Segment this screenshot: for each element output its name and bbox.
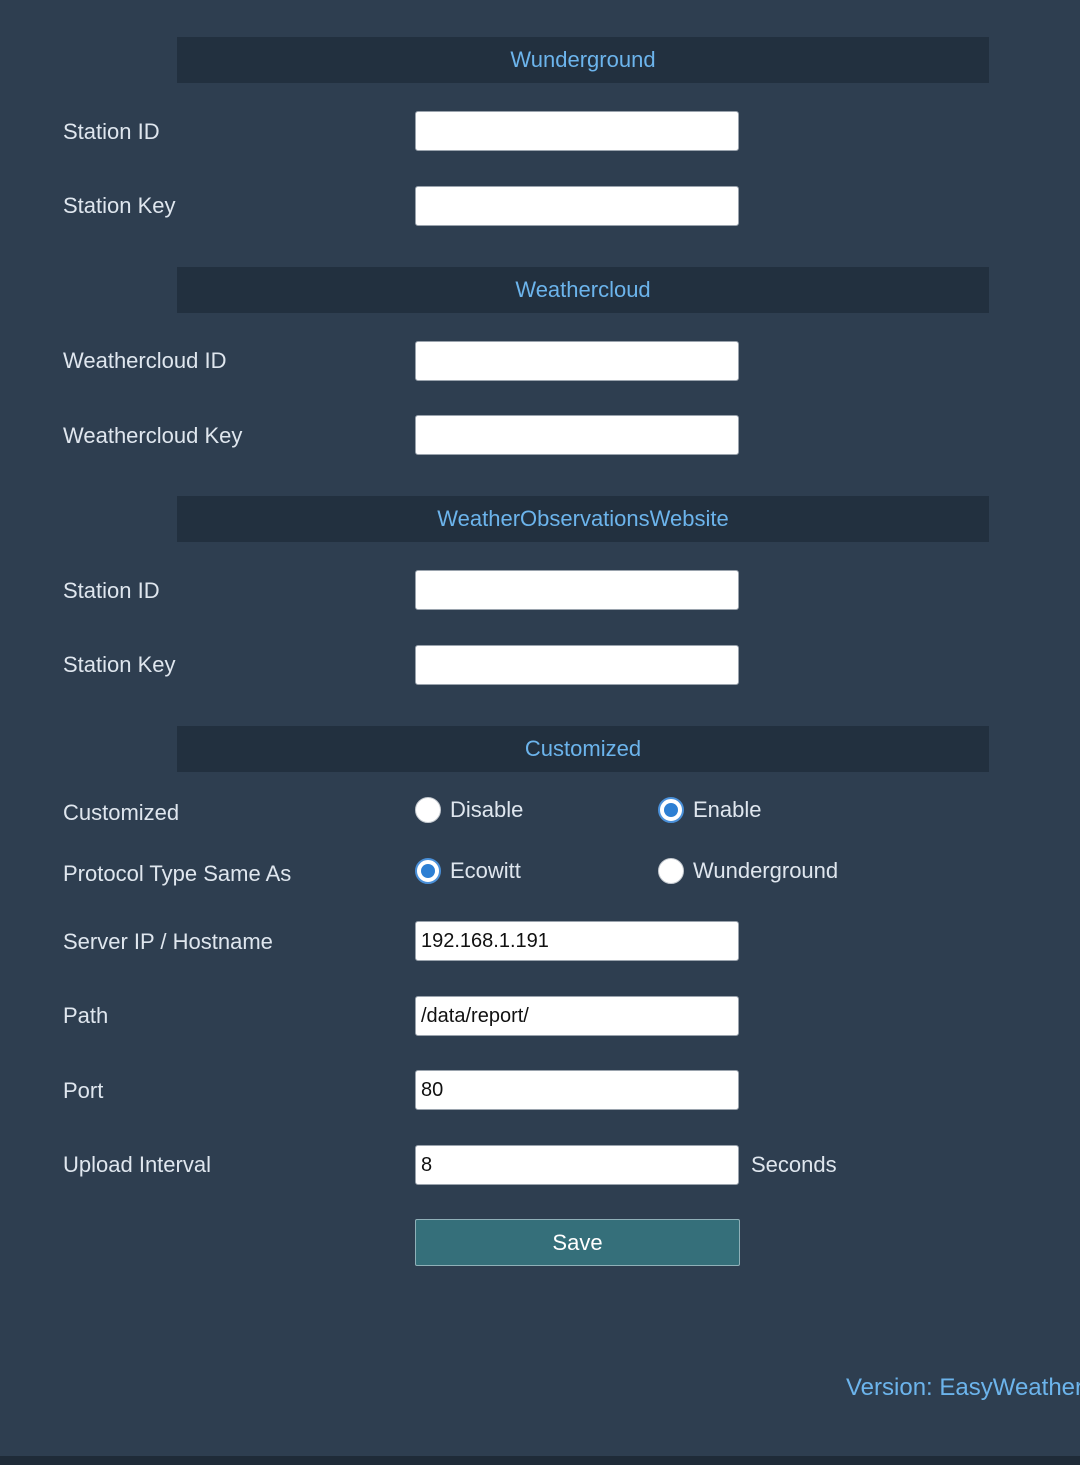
port-input[interactable] xyxy=(415,1070,739,1110)
customized-disable-label: Disable xyxy=(450,797,524,822)
customized-disable-radio[interactable]: Disable xyxy=(415,795,523,825)
wow-station-id-label: Station ID xyxy=(63,578,160,603)
path-input[interactable] xyxy=(415,996,739,1036)
upload-interval-unit: Seconds xyxy=(751,1152,837,1177)
wow-station-key-input[interactable] xyxy=(415,645,739,685)
radio-unchecked-icon xyxy=(658,858,684,884)
weathercloud-id-input[interactable] xyxy=(415,341,739,381)
wunderground-station-id-input[interactable] xyxy=(415,111,739,151)
protocol-wunderground-label: Wunderground xyxy=(693,858,839,883)
upload-interval-input[interactable] xyxy=(415,1145,739,1185)
customized-label: Customized xyxy=(63,800,180,825)
server-ip-label: Server IP / Hostname xyxy=(63,929,273,954)
section-header-weathercloud: Weathercloud xyxy=(177,267,989,313)
server-ip-input[interactable] xyxy=(415,921,739,961)
protocol-ecowitt-label: Ecowitt xyxy=(450,858,521,883)
weathercloud-key-label: Weathercloud Key xyxy=(63,423,243,448)
customized-enable-radio[interactable]: Enable xyxy=(658,795,762,825)
protocol-ecowitt-radio[interactable]: Ecowitt xyxy=(415,856,521,886)
section-header-wunderground: Wunderground xyxy=(177,37,989,83)
protocol-type-label: Protocol Type Same As xyxy=(63,861,292,886)
upload-interval-label: Upload Interval xyxy=(63,1152,211,1177)
customized-enable-label: Enable xyxy=(693,797,762,822)
wunderground-station-key-input[interactable] xyxy=(415,186,739,226)
wunderground-station-id-label: Station ID xyxy=(63,119,160,144)
wunderground-station-key-label: Station Key xyxy=(63,193,176,218)
save-button[interactable]: Save xyxy=(415,1219,740,1266)
path-label: Path xyxy=(63,1003,109,1028)
weathercloud-key-input[interactable] xyxy=(415,415,739,455)
protocol-wunderground-radio[interactable]: Wunderground xyxy=(658,856,838,886)
wow-station-id-input[interactable] xyxy=(415,570,739,610)
version-text: Version: EasyWeather xyxy=(846,1374,1080,1401)
wow-station-key-label: Station Key xyxy=(63,652,176,677)
section-header-wow: WeatherObservationsWebsite xyxy=(177,496,989,542)
section-header-customized: Customized xyxy=(177,726,989,772)
radio-checked-icon xyxy=(415,858,441,884)
port-label: Port xyxy=(63,1078,104,1103)
radio-unchecked-icon xyxy=(415,797,441,823)
bottom-bar xyxy=(0,1456,1080,1465)
radio-checked-icon xyxy=(658,797,684,823)
weathercloud-id-label: Weathercloud ID xyxy=(63,348,227,373)
